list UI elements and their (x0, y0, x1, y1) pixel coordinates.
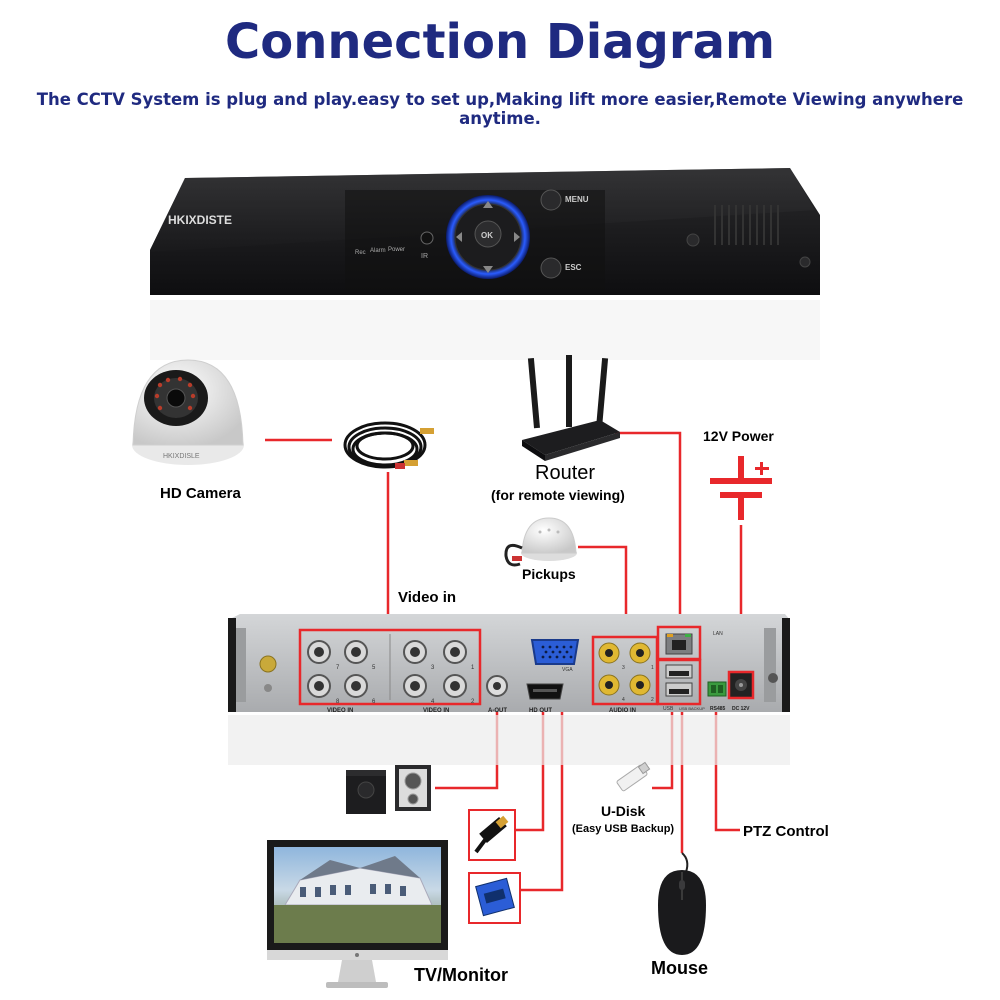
camera-icon (132, 359, 244, 465)
ok-button[interactable] (474, 220, 502, 248)
port-number: 5 (372, 665, 376, 671)
bnc-port[interactable] (344, 674, 368, 698)
ir-label: IR (421, 253, 428, 260)
audio-number: 1 (651, 665, 654, 671)
video-in-highlight (298, 628, 482, 706)
indicator-power: Power (388, 247, 405, 253)
vga-port[interactable] (530, 639, 580, 665)
left-arrow-icon (456, 232, 462, 242)
down-arrow-icon (483, 266, 493, 273)
hd-camera-label: HD Camera (160, 485, 241, 502)
mouse-icon (658, 852, 706, 955)
ir-sensor (420, 231, 434, 245)
dc-power-port[interactable] (727, 670, 755, 700)
aout-label: A-OUT (488, 708, 507, 714)
port-number: 3 (431, 665, 435, 671)
dc-label: DC 12V (732, 706, 750, 712)
router-label: Router (535, 462, 596, 484)
dvr-brand: HKIXDISTE (168, 213, 232, 227)
bnc-port[interactable] (344, 640, 368, 664)
menu-button[interactable] (540, 189, 562, 211)
indicator-alarm: Alarm (370, 248, 386, 254)
right-arrow-icon (514, 232, 520, 242)
video-in-port-label: VIDEO IN (327, 708, 353, 714)
tv-monitor-label: TV/Monitor (414, 965, 508, 985)
pickups-label: Pickups (522, 566, 576, 582)
bnc-port[interactable] (443, 640, 467, 664)
video-in-port-label: VIDEO IN (423, 708, 449, 714)
rca-port[interactable] (598, 642, 620, 664)
indicator-rec: Rec (355, 250, 366, 256)
aout-port[interactable] (486, 675, 508, 697)
bnc-port[interactable] (307, 640, 331, 664)
monitor-icon (267, 840, 448, 988)
usb-drive-icon (616, 761, 651, 792)
udisk-label: U-Disk (601, 803, 646, 819)
udisk-sublabel: (Easy USB Backup) (572, 823, 675, 835)
audio-in-label: AUDIO IN (609, 708, 636, 714)
esc-button[interactable] (540, 257, 562, 279)
power-symbol-icon (710, 456, 772, 520)
audio-in-ports (591, 635, 659, 706)
lan-label: LAN (713, 631, 723, 637)
bnc-port[interactable] (403, 674, 427, 698)
port-number: 1 (471, 665, 475, 671)
audio-number: 3 (622, 665, 625, 671)
router-sublabel: (for remote viewing) (491, 487, 625, 503)
video-in-label: Video in (398, 589, 457, 606)
hdmi-port[interactable] (526, 683, 564, 700)
lan-usb-ports (656, 625, 702, 706)
ok-label: OK (481, 231, 493, 240)
usb-label: USB (663, 706, 674, 712)
vga-cable-icon (468, 872, 521, 924)
rca-port[interactable] (629, 674, 651, 696)
dvr-front-unit (150, 168, 820, 360)
audio-number: 2 (651, 697, 654, 703)
page-subtitle: The CCTV System is plug and play.easy to… (36, 90, 964, 128)
up-arrow-icon (483, 201, 493, 208)
bnc-port[interactable] (307, 674, 331, 698)
port-number: 7 (336, 665, 340, 671)
power-label: 12V Power (703, 428, 774, 444)
speaker-icon (346, 765, 431, 814)
bnc-port[interactable] (403, 640, 427, 664)
router-icon (522, 355, 620, 461)
bnc-ports (298, 628, 482, 706)
vent-grill (714, 205, 779, 245)
hdmi-cable-icon (468, 809, 516, 861)
hdout-label: HD OUT (529, 708, 552, 714)
camera-brand: HKIXDISLE (163, 453, 200, 460)
usb-backup-label: USB BACKUP (679, 706, 705, 711)
mouse-label: Mouse (651, 958, 709, 978)
router-to-lan-line (615, 431, 682, 628)
rs485-label: RS485 (710, 706, 726, 712)
pickup-mic-icon (504, 517, 577, 567)
port-number: 6 (372, 699, 376, 705)
port-number: 2 (471, 699, 475, 705)
rs485-port[interactable] (707, 681, 727, 697)
bnc-port[interactable] (443, 674, 467, 698)
ptz-label: PTZ Control (743, 823, 829, 840)
menu-label: MENU (565, 195, 589, 204)
rca-port[interactable] (629, 642, 651, 664)
usb-highlight (656, 658, 702, 706)
pickups-to-audio-line (578, 545, 628, 638)
port-number: 8 (336, 699, 340, 705)
audio-number: 4 (622, 697, 625, 703)
rca-port[interactable] (598, 674, 620, 696)
video-cable-icon (343, 421, 434, 469)
port-number: 4 (431, 699, 435, 705)
page-title: Connection Diagram (225, 14, 775, 70)
ground-terminal (259, 655, 277, 673)
esc-label: ESC (565, 263, 582, 272)
vga-label: VGA (562, 667, 573, 673)
